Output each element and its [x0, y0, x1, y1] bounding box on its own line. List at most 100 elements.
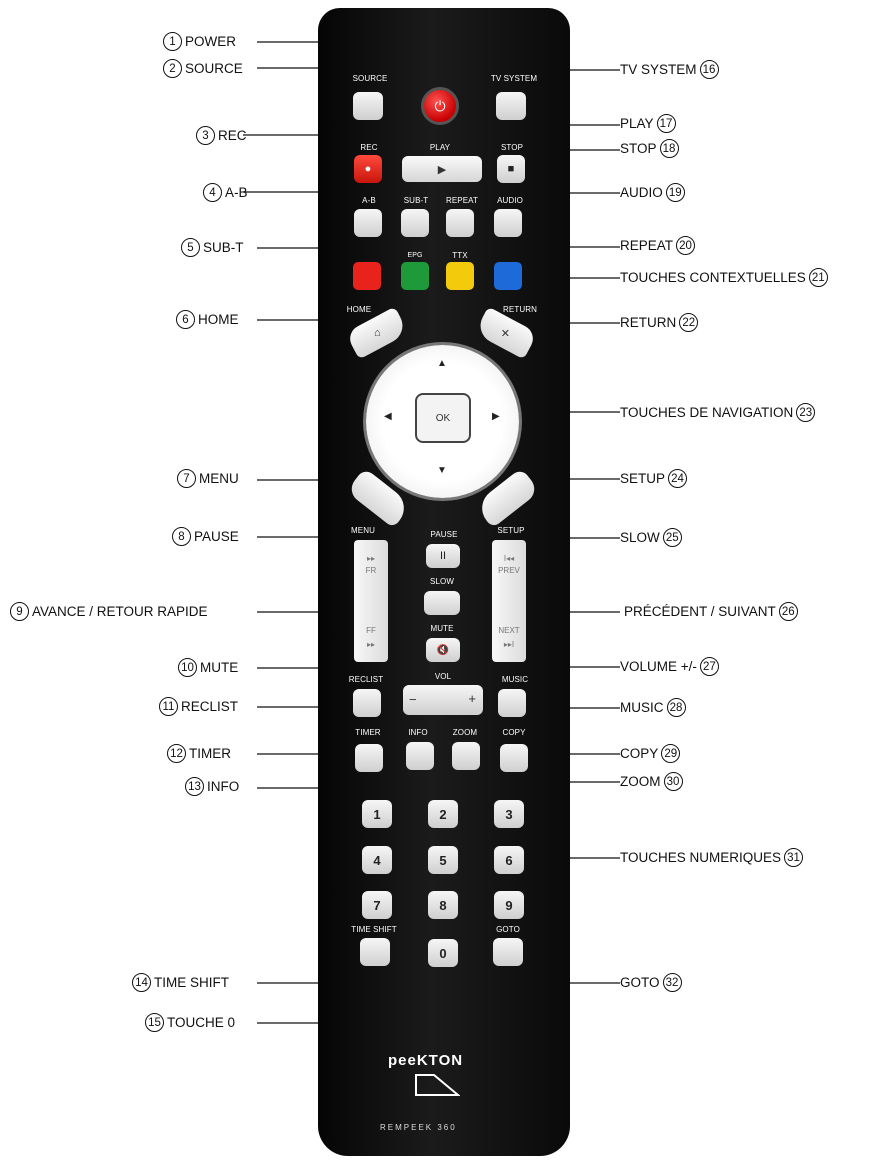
mute-button[interactable]: 🔇 [426, 638, 460, 662]
play-button[interactable]: ▶ [402, 156, 482, 182]
green-key[interactable] [401, 262, 429, 290]
previous-next-bar[interactable]: I◂◂ PREV NEXT ▸▸I [492, 540, 526, 662]
ttx-key-label: TTX [452, 251, 468, 260]
digit-2-button[interactable]: 2 [428, 800, 458, 828]
callout-number: 1 [163, 32, 182, 51]
pause-key-label: PAUSE [430, 530, 458, 539]
source-button[interactable] [353, 92, 383, 120]
close-icon: ✕ [501, 327, 511, 340]
callout-number: 21 [808, 268, 828, 287]
ab-button[interactable] [354, 209, 382, 237]
reclist-key-label: RECLIST [348, 675, 384, 684]
arrow-right-icon[interactable]: ▶ [492, 411, 500, 422]
callout-number: 6 [176, 310, 195, 329]
stop-button[interactable]: ■ [497, 155, 525, 183]
digit-5-button[interactable]: 5 [428, 846, 458, 874]
callout-number: 26 [778, 602, 798, 621]
power-button[interactable]: ⏻ [421, 87, 459, 125]
repeat-button[interactable] [446, 209, 474, 237]
callout-number: 30 [663, 772, 683, 791]
audio-button[interactable] [494, 209, 522, 237]
callout-text: MUSIC [620, 700, 664, 715]
zoom-button[interactable] [452, 742, 480, 770]
callout-number: 29 [661, 744, 681, 763]
rew-small-icon: ▸▸ [366, 640, 376, 649]
timer-key-label: TIMER [355, 728, 381, 737]
callout-text: COPY [620, 746, 659, 761]
info-key-label: INFO [408, 728, 428, 737]
home-icon: ⌂ [373, 327, 381, 339]
play-key-label: PLAY [429, 143, 451, 152]
slow-button[interactable] [424, 591, 460, 615]
epg-key-label: EPG [407, 252, 423, 259]
reclist-button[interactable] [353, 689, 381, 717]
callout-text: GOTO [620, 975, 660, 990]
copy-button[interactable] [500, 744, 528, 772]
callout-number: 19 [665, 183, 685, 202]
digit-0-button[interactable]: 0 [428, 939, 458, 967]
repeat-key-label: REPEAT [445, 196, 478, 205]
digit-9-button[interactable]: 9 [494, 891, 524, 919]
digit-7-button[interactable]: 7 [362, 891, 392, 919]
callout-text: TIME SHIFT [154, 975, 229, 990]
setup-key-label: SETUP [497, 526, 525, 535]
arrow-left-icon[interactable]: ◀ [384, 411, 392, 422]
digit-3-button[interactable]: 3 [494, 800, 524, 828]
timer-button[interactable] [355, 744, 383, 772]
callout-text: TOUCHE 0 [167, 1015, 236, 1030]
blue-key[interactable] [494, 262, 522, 290]
digit-1-button[interactable]: 1 [362, 800, 392, 828]
callout-text: A-B [225, 185, 248, 200]
ok-button[interactable]: OK [415, 393, 471, 443]
time-shift-button[interactable] [360, 938, 390, 966]
play-icon: ▶ [437, 163, 447, 176]
callout-text: POWER [185, 34, 237, 49]
minus-icon[interactable]: − [409, 692, 417, 707]
callout-text: HOME [198, 312, 239, 327]
callout-number: 9 [10, 602, 29, 621]
pause-button[interactable]: II [426, 544, 460, 568]
next-key-label: NEXT [498, 626, 520, 635]
rec-key-label: REC [360, 143, 378, 152]
callout-number: 32 [662, 973, 682, 992]
tv-system-button[interactable] [496, 92, 526, 120]
arrow-up-icon[interactable]: ▲ [437, 358, 447, 369]
callout-text: TOUCHES CONTEXTUELLES [620, 270, 806, 285]
rec-button[interactable]: ● [354, 155, 382, 183]
ff-small-icon: ▸▸ [366, 554, 376, 563]
callout-text: REC [218, 128, 247, 143]
brand-mark [415, 1074, 460, 1096]
subt-button[interactable] [401, 209, 429, 237]
callout-number: 20 [676, 236, 696, 255]
pause-icon: II [439, 550, 447, 562]
goto-button[interactable] [493, 938, 523, 966]
ab-key-label: A-B [362, 196, 376, 205]
arrow-down-icon[interactable]: ▼ [437, 465, 447, 476]
callout-number: 10 [178, 658, 197, 677]
fast-forward-rewind-bar[interactable]: ▸▸ FR FF ▸▸ [354, 540, 388, 662]
digit-8-button[interactable]: 8 [428, 891, 458, 919]
info-button[interactable] [406, 742, 434, 770]
digit-4-button[interactable]: 4 [362, 846, 392, 874]
yellow-key[interactable] [446, 262, 474, 290]
volume-rocker[interactable]: − + [403, 685, 483, 715]
callout-number: 16 [699, 60, 719, 79]
digit-6-button[interactable]: 6 [494, 846, 524, 874]
mute-key-label: MUTE [430, 624, 454, 633]
plus-icon[interactable]: + [468, 691, 476, 706]
prev-key-label: PREV [498, 566, 520, 575]
music-button[interactable] [498, 689, 526, 717]
red-key[interactable] [353, 262, 381, 290]
callout-text: SLOW [620, 530, 660, 545]
